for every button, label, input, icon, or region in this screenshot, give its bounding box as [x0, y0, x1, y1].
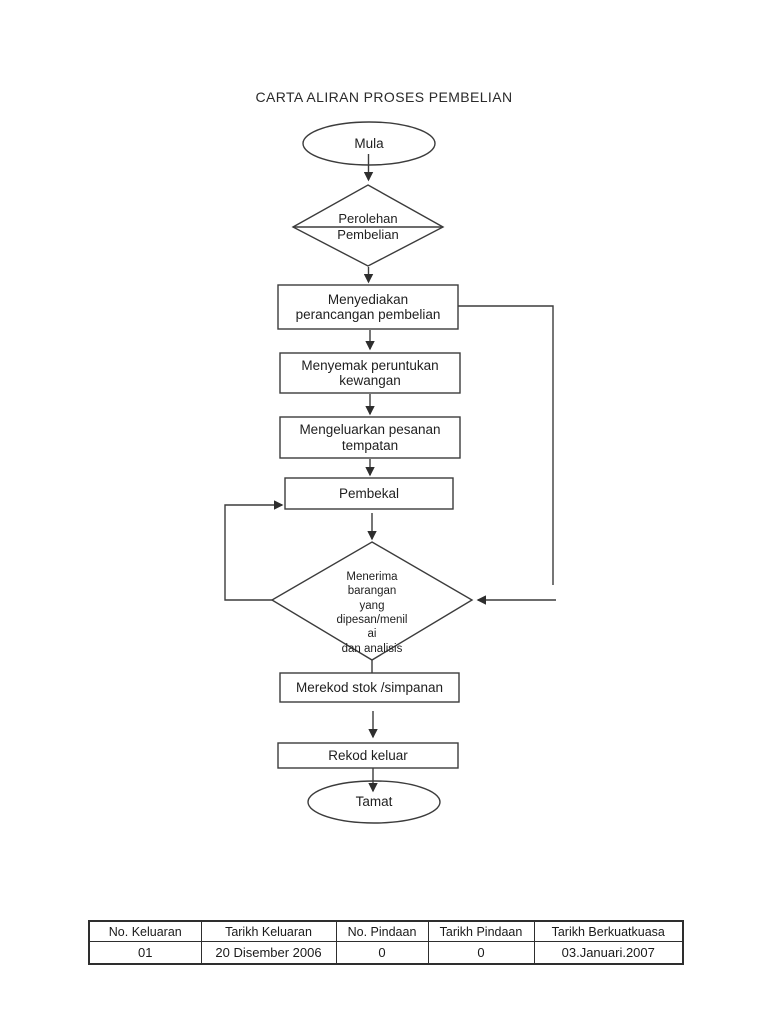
end-label: Tamat — [355, 794, 393, 810]
process-box-3 — [279, 416, 461, 459]
header-no-keluaran: No. Keluaran — [88, 920, 202, 942]
revision-table: No. Keluaran Tarikh Keluaran No. Pindaan… — [88, 920, 684, 965]
process2-label: Menyemak peruntukan kewangan — [301, 357, 439, 389]
header-no-pindaan: No. Pindaan — [335, 920, 429, 942]
connector-right-bypass — [458, 305, 554, 585]
cell-tarikh-berkuatkuasa: 03.Januari.2007 — [533, 941, 684, 965]
end-terminator-shape — [307, 780, 441, 824]
header-tarikh-keluaran: Tarikh Keluaran — [200, 920, 337, 942]
process4-label: Pembekal — [338, 485, 400, 501]
process-box-4 — [284, 477, 454, 510]
process5-label: Merekod stok /simpanan — [295, 679, 444, 695]
cell-no-pindaan: 0 — [335, 941, 429, 965]
process1-label: Menyediakan perancangan pembelian — [295, 291, 441, 323]
decision2-label: Menerima barangan yang dipesan/menil ai … — [336, 571, 408, 655]
decision1-label: Perolehan Pembelian — [337, 211, 399, 242]
page-title: CARTA ALIRAN PROSES PEMBELIAN — [255, 89, 513, 105]
process6-label: Rekod keluar — [328, 747, 408, 763]
process3-label: Mengeluarkan pesanan tempatan — [299, 422, 441, 453]
revision-table-header-row: No. Keluaran Tarikh Keluaran No. Pindaan… — [88, 920, 684, 942]
process-box-2 — [279, 352, 461, 394]
connector-left-loop — [224, 500, 284, 601]
start-label: Mula — [354, 135, 384, 151]
header-tarikh-pindaan: Tarikh Pindaan — [427, 920, 535, 942]
cell-no-keluaran: 01 — [88, 941, 202, 965]
revision-table-data-row: 01 20 Disember 2006 0 0 03.Januari.2007 — [88, 941, 684, 965]
process-box-5 — [279, 672, 460, 703]
header-tarikh-berkuatkuasa: Tarikh Berkuatkuasa — [533, 920, 684, 942]
cell-tarikh-keluaran: 20 Disember 2006 — [200, 941, 337, 965]
process-box-1 — [277, 284, 459, 330]
cell-tarikh-pindaan: 0 — [427, 941, 535, 965]
decision1-diamond-shape — [291, 184, 445, 267]
process-box-6 — [277, 742, 459, 769]
